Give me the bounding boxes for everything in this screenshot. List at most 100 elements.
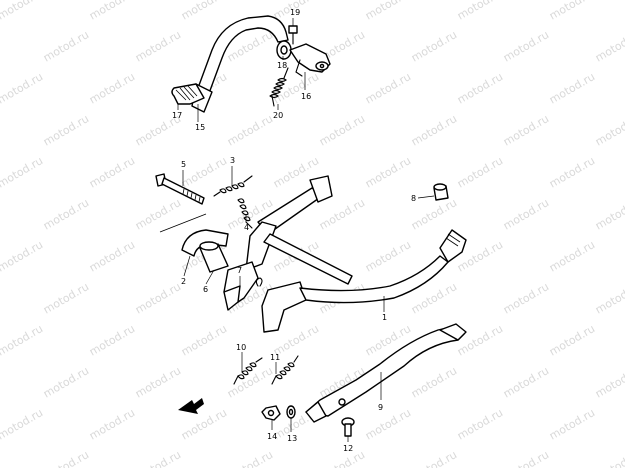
callout-9: 9 <box>378 403 383 412</box>
watermark-text: motod.ru <box>271 70 321 106</box>
watermark-text: motod.ru <box>179 154 229 190</box>
callout-2: 2 <box>181 277 186 286</box>
watermark-text: motod.ru <box>547 406 597 442</box>
watermark-text: motod.ru <box>455 70 505 106</box>
watermark-text: motod.ru <box>409 196 459 232</box>
watermark-text: motod.ru <box>41 28 91 64</box>
watermark-text: motod.ru <box>87 154 137 190</box>
watermark-text: motod.ru <box>363 70 413 106</box>
watermark-text: motod.ru <box>0 238 45 274</box>
cotter-pin-7 <box>255 277 263 287</box>
watermark-text: motod.ru <box>0 406 45 442</box>
callout-14: 14 <box>267 432 277 441</box>
callout-18: 18 <box>277 61 287 70</box>
watermark-text: motod.ru <box>41 112 91 148</box>
bolt-19 <box>288 25 298 45</box>
watermark-text: motod.ru <box>133 448 183 468</box>
watermark-text: motod.ru <box>455 406 505 442</box>
stopper-8 <box>433 183 449 201</box>
watermark-text: motod.ru <box>593 364 625 400</box>
pivot-collar <box>276 40 292 60</box>
watermark-text: motod.ru <box>225 364 275 400</box>
nut-14 <box>261 405 281 421</box>
spring-10 <box>233 357 263 385</box>
spring-11 <box>271 355 299 385</box>
watermark-text: motod.ru <box>501 28 551 64</box>
watermark-text: motod.ru <box>593 28 625 64</box>
callout-13: 13 <box>287 434 297 443</box>
watermark-text: motod.ru <box>133 28 183 64</box>
watermark-text: motod.ru <box>225 448 275 468</box>
callout-5: 5 <box>181 160 186 169</box>
watermark-text: motod.ru <box>133 196 183 232</box>
callout-17: 17 <box>172 111 182 120</box>
watermark-text: motod.ru <box>87 238 137 274</box>
callout-19: 19 <box>290 8 300 17</box>
watermark-text: motod.ru <box>41 364 91 400</box>
watermark-text: motod.ru <box>0 322 45 358</box>
watermark-text: motod.ru <box>363 406 413 442</box>
watermark-text: motod.ru <box>87 0 137 23</box>
callout-3: 3 <box>230 156 235 165</box>
watermark-text: motod.ru <box>547 0 597 23</box>
spring-4 <box>237 198 253 229</box>
watermark-text: motod.ru <box>41 280 91 316</box>
callout-20: 20 <box>273 111 283 120</box>
watermark-text: motod.ru <box>547 70 597 106</box>
watermark-text: motod.ru <box>593 112 625 148</box>
callout-labels: 19 18 16 17 15 20 5 3 4 8 2 6 7 1 9 10 1… <box>172 8 416 453</box>
watermark-text: motod.ru <box>455 322 505 358</box>
callout-6: 6 <box>203 285 208 294</box>
sleeve-6 <box>199 241 229 273</box>
washer-13 <box>286 405 296 419</box>
watermark-text: motod.ru <box>501 448 551 468</box>
watermark-text: motod.ru <box>87 322 137 358</box>
watermark-text: motod.ru <box>501 364 551 400</box>
front-direction-arrow <box>178 398 204 414</box>
watermark-text: motod.ru <box>0 0 45 23</box>
callout-4: 4 <box>244 223 249 232</box>
watermark-text: motod.ru <box>455 0 505 23</box>
watermark-text: motod.ru <box>179 0 229 23</box>
spring-3 <box>213 175 253 197</box>
watermark-text: motod.ru <box>409 364 459 400</box>
watermark-text: motod.ru <box>179 322 229 358</box>
long-bolt-5 <box>155 173 205 205</box>
rear-brake-pedal <box>171 15 289 113</box>
watermark-text: motod.ru <box>547 322 597 358</box>
watermark-text: motod.ru <box>87 70 137 106</box>
watermark-text: motod.ru <box>225 112 275 148</box>
watermark-text: motod.ru <box>455 154 505 190</box>
watermark-text: motod.ru <box>501 280 551 316</box>
watermark-text: motod.ru <box>363 154 413 190</box>
callout-12: 12 <box>343 444 353 453</box>
watermark-text: motod.ru <box>547 238 597 274</box>
bolt-12 <box>341 417 355 437</box>
watermark-text: motod.ru <box>547 154 597 190</box>
watermark-text: motod.ru <box>363 0 413 23</box>
watermark-text: motod.ru <box>41 448 91 468</box>
side-stand <box>305 323 467 423</box>
watermark-text: motod.ru <box>501 196 551 232</box>
watermark-text: motod.ru <box>133 364 183 400</box>
callout-8: 8 <box>411 194 416 203</box>
watermark-text: motod.ru <box>409 112 459 148</box>
brake-shaft-lever <box>289 43 331 77</box>
watermark-text: motod.ru <box>593 280 625 316</box>
watermark-text: motod.ru <box>409 28 459 64</box>
watermark-text: motod.ru <box>409 448 459 468</box>
callout-10: 10 <box>236 343 246 352</box>
watermark-text: motod.ru <box>501 112 551 148</box>
leader-lines <box>177 18 435 442</box>
watermark-text: motod.ru <box>0 70 45 106</box>
callout-16: 16 <box>301 92 311 101</box>
watermark-text: motod.ru <box>87 406 137 442</box>
watermark-text: motod.ru <box>593 448 625 468</box>
callout-15: 15 <box>195 123 205 132</box>
watermark-text: motod.ru <box>363 238 413 274</box>
callout-11: 11 <box>270 353 280 362</box>
watermark-text: motod.ru <box>593 196 625 232</box>
watermark-text: motod.ru <box>317 196 367 232</box>
center-stand <box>223 175 467 333</box>
